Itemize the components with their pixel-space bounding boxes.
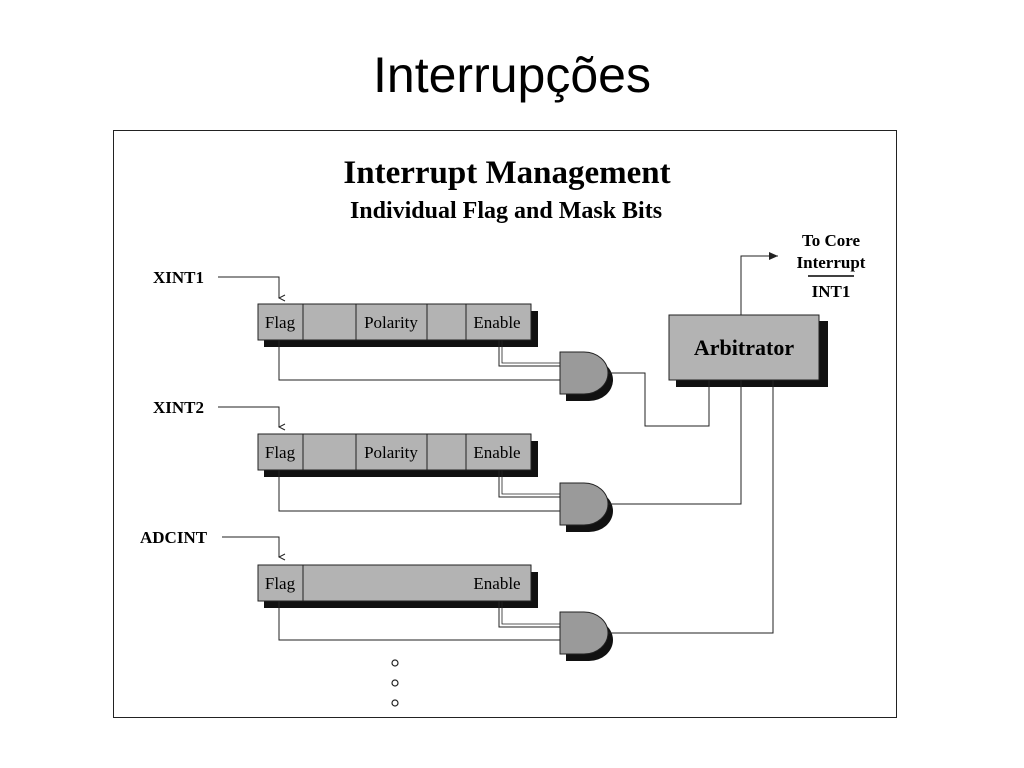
xint2-input-line [218,406,279,427]
source-label-xint1: XINT1 [153,268,204,287]
and3-to-arbitrator [608,380,774,634]
enable-wire-xint1 [498,340,560,367]
ellipsis-dot [391,659,399,667]
diagram-heading: Interrupt Management [343,155,670,191]
diagram-subheading: Individual Flag and Mask Bits [350,198,662,224]
cell-flag-xint1: Flag [265,313,296,332]
cell-flag-adcint: Flag [265,574,296,593]
output-label-int1: INT1 [812,282,851,301]
cell-enable-xint2: Enable [473,443,520,462]
and1-to-arbitrator [608,372,710,427]
source-label-xint2: XINT2 [153,398,204,417]
flag-wire-adcint [278,601,560,641]
slide-title: Interrupções [373,47,651,103]
cell-enable-adcint: Enable [473,574,520,593]
cell-flag-xint2: Flag [265,443,296,462]
adcint-input-line [222,536,279,557]
enable-wire-adcint-inner [501,601,560,625]
ellipsis-dot [391,679,399,687]
xint1-input-line [218,276,279,298]
enable-wire-xint2-inner [501,470,560,495]
and-gate-2 [559,482,609,526]
cell-enable-xint1: Enable [473,313,520,332]
ellipsis-dot [391,699,399,707]
and-gate-3 [559,611,609,655]
flag-wire-xint1 [278,340,560,381]
output-label-line1: To Core [802,231,861,250]
enable-wire-xint2 [498,470,560,498]
output-label-line2: Interrupt [797,253,866,272]
flag-wire-xint2 [278,470,560,512]
and2-to-arbitrator [608,380,742,505]
cell-polarity-xint1: Polarity [364,313,418,332]
diagram-frame [113,130,897,718]
arbitrator-label: Arbitrator [694,335,794,360]
enable-wire-xint1-inner [501,340,560,364]
arbitrator-box [668,314,820,381]
cell-polarity-xint2: Polarity [364,443,418,462]
source-label-adcint: ADCINT [140,528,208,547]
enable-wire-adcint [498,601,560,628]
and-gate-1 [559,351,609,395]
output-arrow-line [740,252,778,315]
